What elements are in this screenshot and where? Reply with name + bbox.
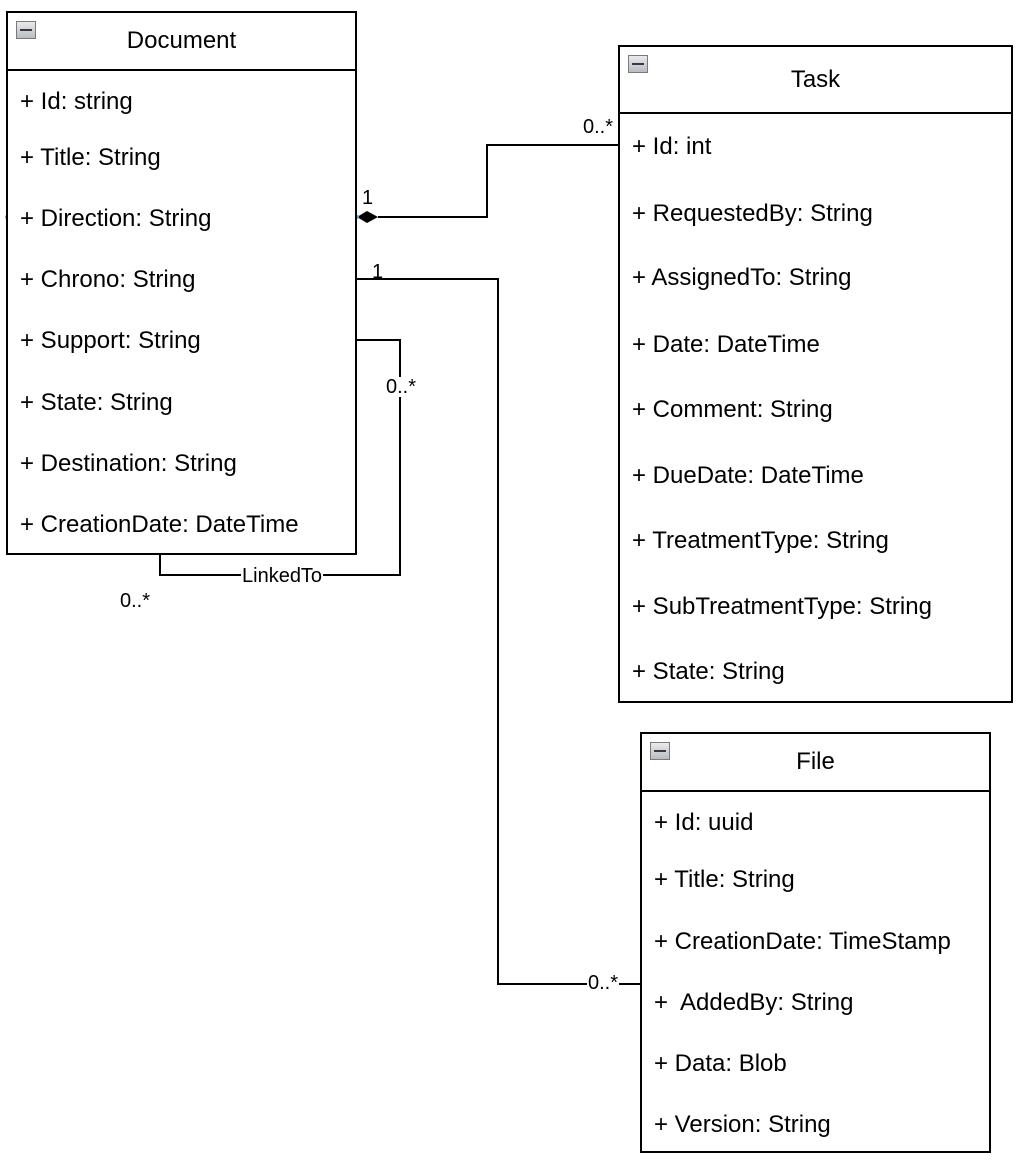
class-attribute: + Support: String [20,327,201,354]
class-header: Document [8,13,355,71]
collapse-minus-icon[interactable] [628,55,648,73]
class-attribute: + RequestedBy: String [632,200,873,227]
class-task[interactable]: Task + Id: int + RequestedBy: String + A… [618,45,1013,703]
class-attribute: + Version: String [654,1111,831,1138]
multiplicity-document-file-target: 0..* [587,972,620,994]
class-file[interactable]: File + Id: uuid + Title: String + Creati… [640,732,991,1153]
class-attribute: + Date: DateTime [632,331,820,358]
class-attribute: + AddedBy: String [654,989,854,1016]
class-attribute: + State: String [20,389,173,416]
multiplicity-linkedto-lower: 0..* [120,590,151,612]
class-attribute: + State: String [632,658,785,685]
class-attribute: + AssignedTo: String [632,264,852,291]
class-attribute: + Title: String [654,866,795,893]
class-name: Task [790,65,841,93]
class-attribute: + Id: uuid [654,809,754,836]
edge-document-file[interactable] [357,278,640,985]
class-attribute: + DueDate: DateTime [632,462,864,489]
class-attribute: + CreationDate: DateTime [20,511,299,538]
multiplicity-linkedto-upper: 0..* [385,376,418,398]
class-attribute: + Comment: String [632,396,833,423]
class-name: Document [126,27,237,54]
class-header: File [642,734,989,792]
class-attribute: + Id: string [20,88,133,115]
edge-document-linkedto[interactable] [159,339,401,576]
class-name: File [796,748,835,775]
class-attribute: + Data: Blob [654,1050,787,1077]
composition-diamond [357,211,378,223]
class-attribute: + Title: String [20,144,161,171]
multiplicity-document-file-source: 1 [372,261,384,283]
multiplicity-document-task-source: 1 [362,187,374,209]
class-document[interactable]: Document + Id: string + Title: String + … [6,11,357,555]
association-label-linkedto[interactable]: LinkedTo [241,565,324,587]
class-attribute: + CreationDate: TimeStamp [654,928,951,955]
class-attribute: + TreatmentType: String [632,527,889,554]
class-attribute: + Destination: String [20,450,237,477]
multiplicity-document-task-target: 0..* [583,116,614,138]
collapse-minus-icon[interactable] [16,21,36,39]
collapse-minus-icon[interactable] [650,742,670,760]
class-attribute: + Chrono: String [20,266,196,293]
class-attribute: + Id: int [632,133,712,160]
class-attribute: + Direction: String [20,205,212,232]
edge-document-task[interactable] [378,144,618,218]
class-header: Task [620,47,1011,114]
class-attribute: + SubTreatmentType: String [632,593,932,620]
